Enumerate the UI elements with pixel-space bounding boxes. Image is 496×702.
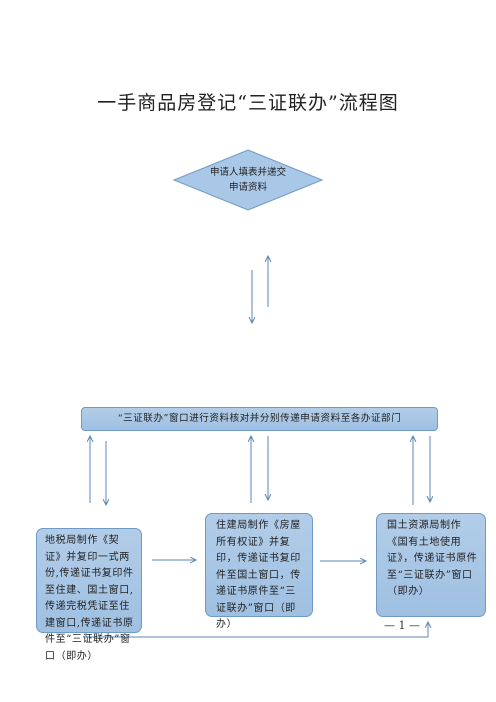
diamond-start-shape (172, 149, 324, 211)
box-land-resources-bureau: 国土资源局制作《国有土地使用证》，传递证书原件至“三证联办”窗口（即办） (376, 513, 486, 617)
box-housing-bureau: 住建局制作《房屋所有权证》并复印，传递证书复印件至国土窗口，传递证书原件至“三证… (205, 513, 313, 630)
box-local-tax-bureau: 地税局制作《契证》并复印一式两份,传递证书复印件至住建、国土窗口,传递完税凭证至… (36, 528, 142, 662)
page-number: — 1 — (384, 619, 420, 632)
page-title: 一手商品房登记“三证联办”流程图 (97, 92, 399, 114)
diamond-line-2: 申请资料 (228, 182, 267, 193)
diamond-start-label: 申请人填表并递交 申请资料 (200, 165, 296, 195)
diamond-line-1: 申请人填表并递交 (209, 167, 286, 178)
three-certificate-window-bar: “三证联办”窗口进行资料核对并分别传递申请资料至各办证部门 (81, 407, 438, 431)
